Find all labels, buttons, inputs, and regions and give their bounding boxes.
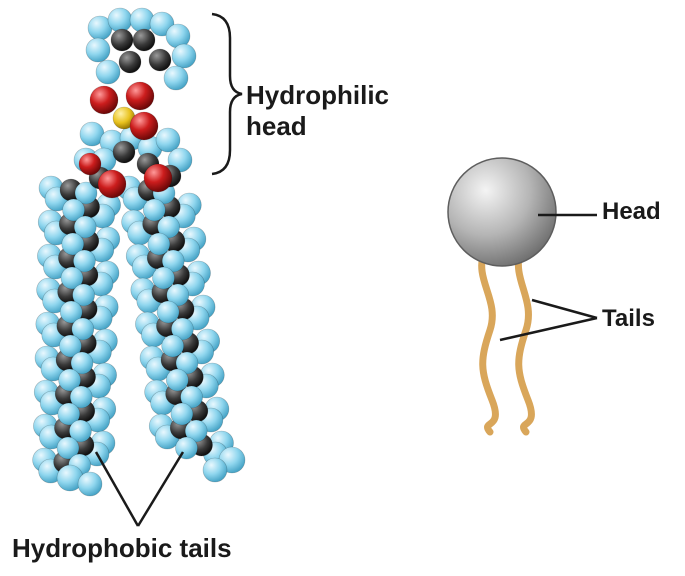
tails-pointer-top [531,298,598,320]
oxygen-atom [78,152,102,176]
hydrogen-atom [157,215,180,239]
carbon-atom [118,50,142,74]
hydrogen-atom [147,232,171,256]
tails-label: Tails [602,305,655,332]
hydrogen-atom [171,317,194,341]
hydrogen-atom [62,198,85,222]
hydrogen-atom [73,249,96,273]
hydrogen-atom [69,385,93,409]
hydrogen-atom [163,65,189,91]
head-label: Head [602,198,661,225]
hydrophilic-label-line1: Hydrophilic [246,80,390,110]
hydrogen-atom [61,232,85,256]
schematic-tail-right [514,248,535,436]
oxygen-atom [143,163,173,193]
hydrogen-atom [59,300,83,324]
schematic-head-sphere [447,157,557,267]
carbon-atom [148,48,172,72]
oxygen-atom [129,111,159,141]
hydrogen-atom [175,351,199,375]
hydrogen-atom [57,402,81,426]
carbon-atom [132,28,156,52]
hydrogen-atom [152,266,175,290]
hydrogen-atom [143,198,166,222]
hydrogen-atom [74,181,98,205]
hydrogen-atom [59,334,82,358]
hydrogen-atom [180,385,203,409]
hydrogen-atom [69,419,92,443]
hydrophobic-pointer-left [94,451,140,527]
hydrogen-atom [56,436,80,460]
oxygen-atom [97,169,127,199]
hydrogen-atom [71,317,95,341]
hydrophobic-tails-label: Hydrophobic tails [12,533,232,563]
tails-pointer-bottom [499,316,598,342]
hydrogen-atom [166,368,189,392]
hydrophilic-brace [211,12,243,176]
hydrogen-atom [72,283,95,307]
hydrophilic-label-line2: head [246,111,307,141]
hydrophobic-pointer-right [136,451,185,527]
hydrogen-atom [60,266,84,290]
hydrogen-atom [58,368,81,392]
space-filling-phospholipid-model [32,7,246,497]
oxygen-atom [125,81,155,111]
hydrogen-atom [107,7,133,33]
hydrogen-atom [155,127,181,153]
hydrogen-atom [171,43,197,69]
hydrogen-atom [77,471,103,497]
hydrogen-atom [202,457,228,483]
hydrogen-atom [166,283,190,307]
carbon-atom [110,28,134,52]
hydrogen-atom [170,402,194,426]
schematic-tail-left [478,248,499,436]
hydrogen-atom [85,37,111,63]
oxygen-atom [89,85,119,115]
hydrogen-atom [161,249,185,273]
hydrogen-atom [95,59,121,85]
carbon-atom [112,140,136,164]
hydrogen-atom [156,300,180,324]
hydrophilic-head-label: Hydrophilic head [246,80,389,142]
hydrogen-atom [184,419,208,443]
hydrogen-atom [73,215,97,239]
hydrogen-atom [175,436,198,460]
hydrogen-atom [161,334,184,358]
hydrogen-atom [70,351,94,375]
